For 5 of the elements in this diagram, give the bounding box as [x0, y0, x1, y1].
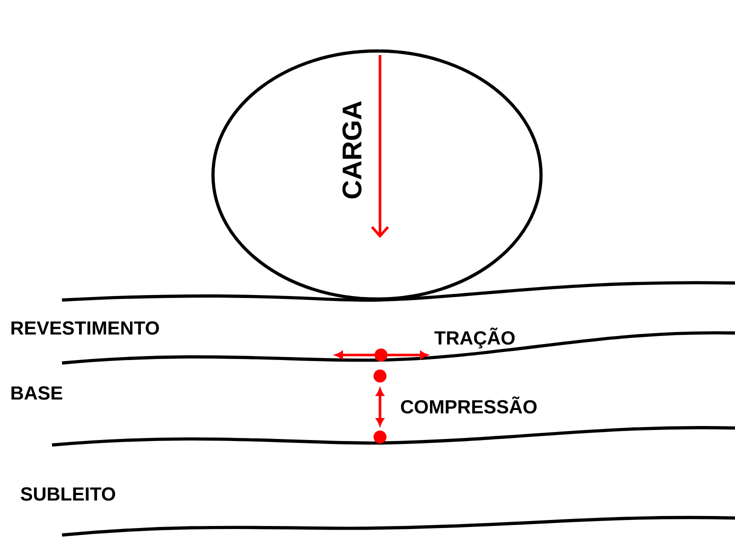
layer-label: TRAÇÃO: [434, 328, 515, 348]
layer-label: COMPRESSÃO: [401, 396, 537, 414]
layer-label: SUBLEITO: [20, 487, 116, 501]
layer-label: REVESTIMENTO: [11, 321, 159, 335]
layer-label: BASE: [11, 386, 62, 400]
